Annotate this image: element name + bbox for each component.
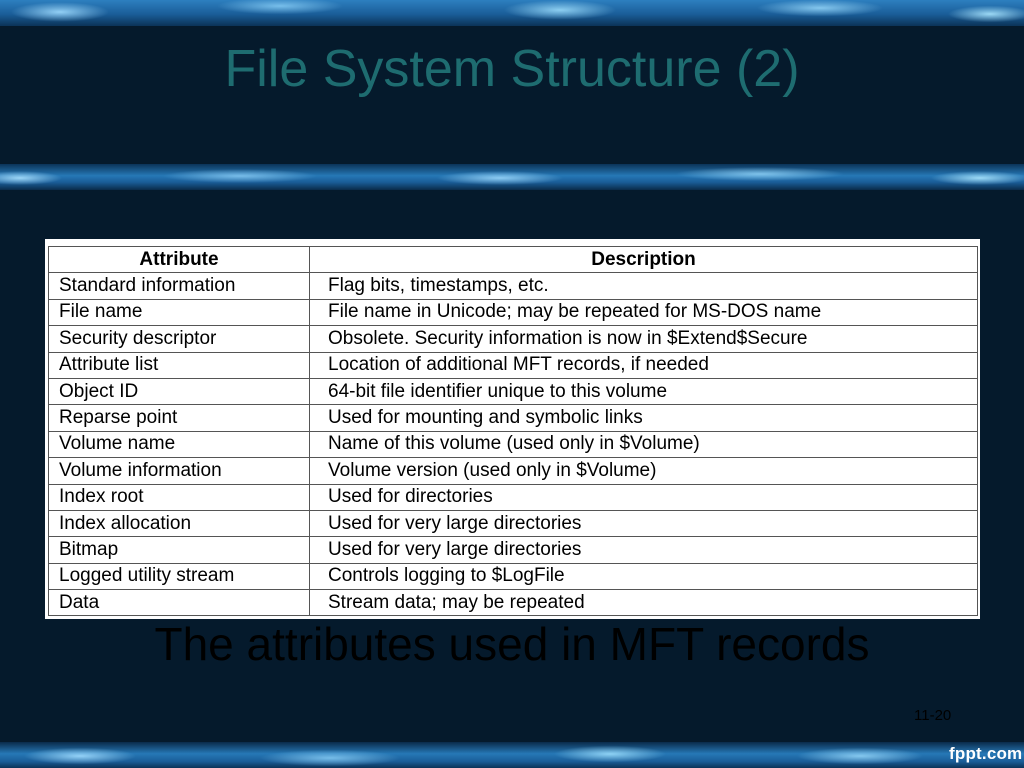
attribute-cell: Index allocation (48, 509, 310, 538)
description-cell: Obsolete. Security information is now in… (309, 325, 978, 353)
slide-title: File System Structure (2) (224, 40, 800, 98)
table-row: Index allocation Used for very large dir… (48, 509, 978, 538)
title-divider-band (0, 164, 1024, 190)
brand-watermark: fppt.com (949, 744, 1023, 763)
table-row: Standard information Flag bits, timestam… (48, 272, 978, 300)
table-header-row: Attribute Description (48, 245, 978, 274)
attribute-cell: Data (48, 589, 310, 617)
table-row: File name File name in Unicode; may be r… (48, 298, 978, 327)
attribute-cell: Security descriptor (48, 325, 310, 353)
table-row: Logged utility stream Controls logging t… (48, 562, 978, 591)
description-cell: Location of additional MFT records, if n… (309, 351, 978, 379)
slide-number: 11-20 (914, 707, 952, 724)
column-header-description: Description (309, 245, 978, 274)
column-header-attribute: Attribute (48, 245, 310, 274)
attribute-cell: File name (48, 298, 310, 327)
bottom-decorative-band (0, 742, 1024, 768)
description-cell: Used for very large directories (309, 536, 978, 564)
table-row: Volume information Volume version (used … (48, 457, 978, 485)
attribute-cell: Reparse point (48, 404, 310, 432)
attribute-cell: Attribute list (48, 351, 310, 379)
description-cell: Volume version (used only in $Volume) (309, 457, 978, 485)
table-row: Attribute list Location of additional MF… (48, 351, 978, 379)
table-row: Reparse point Used for mounting and symb… (48, 404, 978, 432)
description-cell: 64-bit file identifier unique to this vo… (309, 377, 978, 406)
attribute-cell: Logged utility stream (48, 562, 310, 591)
table-caption: The attributes used in MFT records (154, 618, 870, 670)
table-row: Data Stream data; may be repeated (48, 589, 978, 617)
table-row: Security descriptor Obsolete. Security i… (48, 325, 978, 353)
top-decorative-band (0, 0, 1024, 26)
mft-attributes-table: Attribute Description Standard informati… (48, 245, 978, 617)
table-row: Index root Used for directories (48, 483, 978, 511)
table-row: Volume name Name of this volume (used on… (48, 430, 978, 459)
attribute-cell: Standard information (48, 272, 310, 300)
attribute-cell: Index root (48, 483, 310, 511)
description-cell: File name in Unicode; may be repeated fo… (309, 298, 978, 327)
table-row: Object ID 64-bit file identifier unique … (48, 377, 978, 406)
description-cell: Stream data; may be repeated (309, 589, 978, 617)
attribute-cell: Bitmap (48, 536, 310, 564)
description-cell: Used for very large directories (309, 509, 978, 538)
table-container: Attribute Description Standard informati… (45, 239, 980, 619)
description-cell: Name of this volume (used only in $Volum… (309, 430, 978, 459)
table-row: Bitmap Used for very large directories (48, 536, 978, 564)
description-cell: Used for mounting and symbolic links (309, 404, 978, 432)
attribute-cell: Object ID (48, 377, 310, 406)
description-cell: Flag bits, timestamps, etc. (309, 272, 978, 300)
attribute-cell: Volume information (48, 457, 310, 485)
description-cell: Used for directories (309, 483, 978, 511)
attribute-cell: Volume name (48, 430, 310, 459)
description-cell: Controls logging to $LogFile (309, 562, 978, 591)
